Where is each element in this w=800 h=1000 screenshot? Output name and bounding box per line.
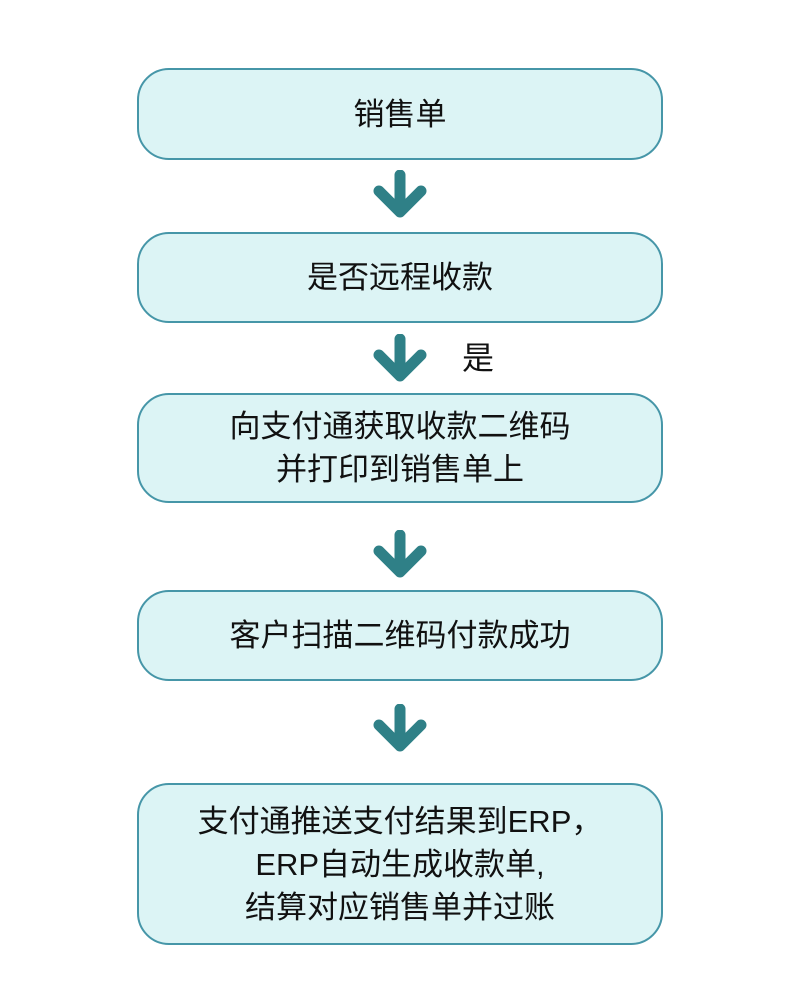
flow-node-customer-scan-pay: 客户扫描二维码付款成功 bbox=[137, 590, 663, 681]
flow-node-line: ERP自动生成收款单, bbox=[255, 846, 545, 882]
edge-label-yes: 是 bbox=[462, 340, 495, 376]
flow-node-line: 是否远程收款 bbox=[307, 260, 493, 295]
flow-node-line: 结算对应销售单并过账 bbox=[245, 889, 555, 925]
flow-node-line: 并打印到销售单上 bbox=[276, 452, 524, 487]
flow-node-remote-payment: 是否远程收款 bbox=[137, 232, 663, 323]
down-arrow-icon bbox=[372, 334, 428, 384]
flow-node-line: 向支付通获取收款二维码 bbox=[229, 409, 571, 444]
flow-node-sales-order: 销售单 bbox=[137, 68, 663, 160]
down-arrow-icon bbox=[372, 704, 428, 754]
flow-node-erp-receipt: 支付通推送支付结果到ERP， ERP自动生成收款单, 结算对应销售单并过账 bbox=[137, 783, 663, 945]
flow-node-line: 客户扫描二维码付款成功 bbox=[229, 618, 571, 653]
flow-node-line: 支付通推送支付结果到ERP， bbox=[197, 803, 603, 839]
down-arrow-icon bbox=[372, 170, 428, 220]
down-arrow-icon bbox=[372, 530, 428, 580]
flow-node-line: 销售单 bbox=[353, 96, 447, 132]
flow-node-get-qr-code: 向支付通获取收款二维码 并打印到销售单上 bbox=[137, 393, 663, 503]
